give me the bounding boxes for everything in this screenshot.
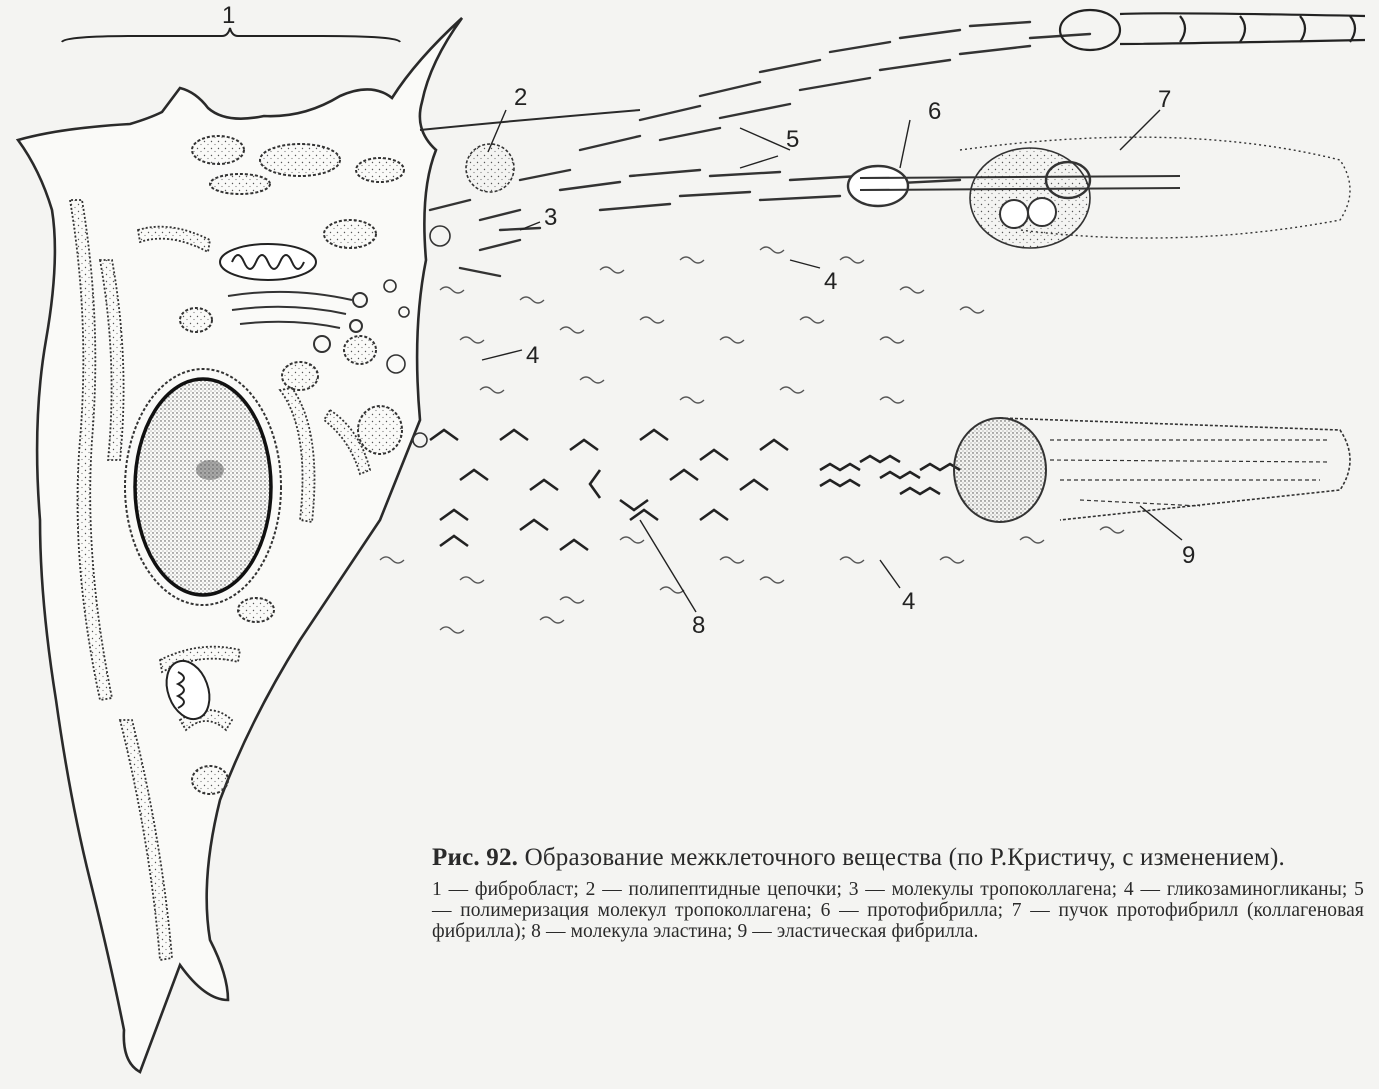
figure-number: Рис. 92.	[432, 844, 518, 871]
caption-title-text: Образование межклеточного вещества (по Р…	[525, 844, 1285, 871]
caption-legend: 1 — фибробласт; 2 — полипептидные цепочк…	[432, 879, 1364, 942]
label-8: 8	[692, 614, 705, 638]
tropocollagen-dashes	[430, 22, 1090, 276]
elastin-molecules	[430, 430, 960, 550]
label-5: 5	[786, 128, 799, 152]
mitochondrion-upper	[220, 244, 316, 280]
label-7: 7	[1158, 88, 1171, 112]
elastic-fibril	[954, 418, 1350, 522]
label-4-upper: 4	[824, 270, 837, 294]
figure-caption: Рис. 92. Образование межклеточного вещес…	[432, 842, 1364, 942]
protofibril-end	[1060, 10, 1365, 50]
label-2: 2	[514, 86, 527, 110]
label-4-middle: 4	[526, 344, 539, 368]
fibroblast-bracket	[62, 28, 400, 42]
label-4-lower: 4	[902, 590, 915, 614]
label-1: 1	[222, 4, 235, 28]
label-6: 6	[928, 100, 941, 124]
caption-title: Рис. 92. Образование межклеточного вещес…	[432, 842, 1364, 873]
cell-process	[420, 110, 640, 130]
label-9: 9	[1182, 544, 1195, 568]
collagen-fibril-bundle	[848, 137, 1350, 248]
label-3: 3	[544, 206, 557, 230]
